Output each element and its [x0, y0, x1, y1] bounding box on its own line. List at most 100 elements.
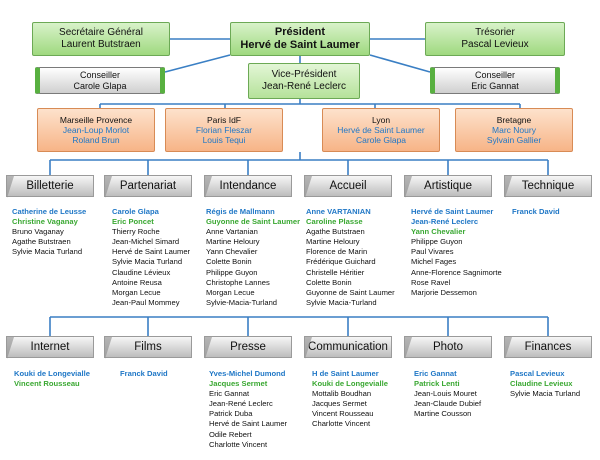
region-member: Sylvain Gallier [486, 135, 542, 146]
member-name: Thierry Roche [112, 227, 160, 237]
member-name: Carole Glapa [112, 207, 159, 216]
member-name: Colette Bonin [206, 257, 252, 267]
category-billetterie: Billetterie [6, 175, 94, 198]
region-member: Louis Tequi [202, 135, 246, 146]
member-name: Jean-René Leclerc [411, 217, 479, 227]
member-name: Agathe Butstraen [306, 227, 365, 237]
category-label: Finances [524, 341, 572, 353]
member-name: Franck David [120, 369, 168, 378]
member-name: Martine Heloury [306, 237, 360, 247]
member-name: Hervé de Saint Laumer [411, 207, 494, 216]
member-name: Martine Heloury [206, 237, 260, 247]
member-name: Christelle Héritier [306, 267, 365, 277]
member-name: Rose Ravel [411, 277, 451, 287]
region-member: Florian Fleszar [195, 124, 253, 135]
member-name: Charlotte Vincent [209, 439, 268, 449]
member-name: Agathe Butstraen [12, 237, 71, 247]
category-finances: Finances [504, 336, 592, 359]
conseiller-left-name: Carole Glapa [73, 80, 127, 91]
vice-president-title: Vice-Président [271, 69, 337, 80]
category-technique: Technique [504, 175, 592, 198]
member-name: Vincent Rousseau [14, 379, 80, 389]
member-name: Claudine Lévieux [112, 267, 171, 277]
region-lyon: Lyon Hervé de Saint Laumer Carole Glapa [322, 108, 440, 152]
president-title: Président [274, 25, 326, 38]
member-name: Charlotte Vincent [312, 419, 371, 429]
member-name: Guyonne de Saint Laumer [206, 217, 301, 227]
category-label: Partenariat [119, 180, 177, 192]
member-name: Guyonne de Saint Laumer [306, 287, 395, 297]
region-title: Marseille Provence [59, 114, 133, 125]
member-name: Eric Gannat [414, 369, 457, 378]
president-box: Président Hervé de Saint Laumer [230, 22, 370, 56]
category-communication: Communication [304, 336, 392, 359]
category-label: Internet [30, 341, 70, 353]
member-name: Vincent Rousseau [312, 409, 374, 419]
tresorier-name: Pascal Levieux [461, 39, 529, 50]
member-name: Bruno Vaganay [12, 227, 64, 237]
member-name: Catherine de Leusse [12, 207, 87, 216]
category-label: Photo [432, 341, 464, 353]
conseiller-right-name: Eric Gannat [471, 80, 519, 91]
category-label: Artistique [424, 180, 472, 192]
member-name: Franck David [512, 207, 560, 216]
member-name: Sylvie-Macia-Turland [206, 297, 278, 307]
category-films: Films [104, 336, 192, 359]
member-list-technique: Franck David [512, 207, 560, 217]
secretaire-box: Secrétaire Général Laurent Butstraen [32, 22, 170, 56]
region-member: Marc Noury [492, 124, 536, 135]
member-name: Eric Gannat [209, 389, 250, 399]
member-name: Kouki de Longevialle [312, 379, 388, 389]
member-name: Mottalib Boudhan [312, 389, 372, 399]
member-name: Jean-Claude Dubief [414, 399, 482, 409]
member-name: Antoine Reusa [112, 277, 162, 287]
member-name: Sylvie Macia Turland [112, 257, 183, 267]
member-name: Yves-Michel Dumond [209, 369, 286, 378]
category-label: Technique [521, 180, 575, 192]
category-internet: Internet [6, 336, 94, 359]
region-member: Hervé de Saint Laumer [337, 124, 425, 135]
category-presse: Presse [204, 336, 292, 359]
member-list-films: Franck David [120, 369, 168, 379]
member-name: Jacques Sermet [209, 379, 268, 389]
member-name: Morgan Lecue [112, 287, 161, 297]
region-member: Carole Glapa [355, 135, 407, 146]
member-name: Philippe Guyon [411, 237, 463, 247]
member-name: Jean-Louis Mouret [414, 389, 477, 399]
region-title: Bretagne [496, 114, 532, 125]
member-name: Marjorie Dessemon [411, 287, 477, 297]
category-label: Intendance [219, 180, 277, 192]
conseiller-left-title: Conseiller [79, 69, 121, 80]
member-name: Sylvie Macia-Turland [306, 297, 377, 307]
category-label: Billetterie [26, 180, 74, 192]
category-accueil: Accueil [304, 175, 392, 198]
member-name: Colette Bonin [306, 277, 352, 287]
member-name: Kouki de Longevialle [14, 369, 90, 378]
member-name: Hervé de Saint Laumer [209, 419, 288, 429]
tresorier-title: Trésorier [475, 27, 515, 38]
president-name: Hervé de Saint Laumer [240, 39, 360, 51]
vice-president-box: Vice-Président Jean-René Leclerc [248, 63, 360, 99]
member-name: Michel Fages [411, 257, 457, 267]
member-name: Paul Vivares [411, 247, 454, 257]
conseiller-right-box: Conseiller Eric Gannat [430, 67, 560, 94]
member-name: Jean-René Leclerc [209, 399, 273, 409]
region-paris: Paris IdF Florian Fleszar Louis Tequi [165, 108, 283, 152]
member-name: Patrick Lenti [414, 379, 460, 389]
category-partenariat: Partenariat [104, 175, 192, 198]
member-name: Jean-Paul Mommey [112, 297, 180, 307]
member-name: H de Saint Laumer [312, 369, 379, 378]
member-name: Sylvie Macia Turland [12, 247, 83, 257]
tresorier-box: Trésorier Pascal Levieux [425, 22, 565, 56]
category-artistique: Artistique [404, 175, 492, 198]
member-name: Anne VARTANIAN [306, 207, 371, 216]
member-name: Caroline Plasse [306, 217, 363, 227]
member-name: Anne Vartanian [206, 227, 258, 237]
